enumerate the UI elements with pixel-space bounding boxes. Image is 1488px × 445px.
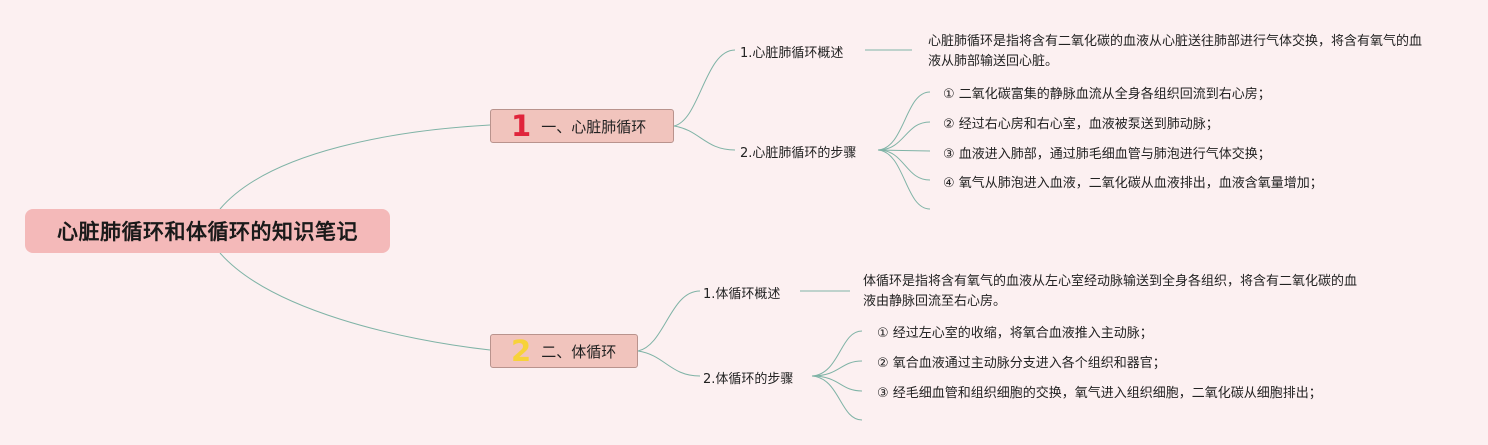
pulmonary-overview-text: 心脏肺循环是指将含有二氧化碳的血液从心脏送往肺部进行气体交换，将含有氧气的血液从… [928,34,1423,69]
root-topic[interactable]: 心脏肺循环和体循环的知识笔记 [25,209,390,253]
connector-root-branch2 [219,252,491,351]
subtopic-systemic-steps[interactable]: 2.体循环的步骤 [703,372,794,387]
pulmonary-step-3: ③ 血液进入肺部，通过肺毛细血管与肺泡进行气体交换； [943,147,1271,162]
connector-steps2-item4 [811,375,863,421]
connector-steps1-item4 [877,149,931,181]
systemic-overview-text: 体循环是指将含有氧气的血液从左心室经动脉输送到全身各组织，将含有二氧化碳的血液由… [863,274,1358,309]
root-title: 心脏肺循环和体循环的知识笔记 [57,220,358,244]
connector-branch2-overview [637,290,701,352]
connector-branch2-steps [637,350,701,377]
connector-steps2-item1 [811,330,863,377]
pulmonary-step-4: ④ 氧气从肺泡进入血液，二氧化碳从血液排出，血液含氧量增加； [943,176,1323,191]
branch-systemic[interactable]: 2 二、体循环 [490,334,638,368]
subtopic-pulmonary-steps[interactable]: 2.心脏肺循环的步骤 [740,146,857,161]
connector-steps1-item2 [877,121,931,151]
connector-steps2-item3 [811,375,863,392]
branch-label-2: 二、体循环 [541,342,617,361]
systemic-step-3: ③ 经毛细血管和组织细胞的交换，氧气进入组织细胞，二氧化碳从细胞排出； [877,386,1322,401]
connector-steps2-item2 [811,360,863,377]
connector-steps1-item5 [877,149,931,210]
subtopic-systemic-overview[interactable]: 1.体循环概述 [703,287,781,302]
systemic-step-2: ② 氧合血液通过主动脉分支进入各个组织和器官； [877,356,1166,371]
pulmonary-step-1: ① 二氧化碳富集的静脉血流从全身各组织回流到右心房； [943,87,1271,102]
subtopic-pulmonary-overview[interactable]: 1.心脏肺循环概述 [740,46,844,61]
branch-pulmonary[interactable]: 1 一、心脏肺循环 [490,109,674,143]
connector-branch1-steps [673,125,736,151]
connector-root-branch1 [219,124,491,210]
connector-steps1-item1 [877,91,931,151]
systemic-step-1: ① 经过左心室的收缩，将氧合血液推入主动脉； [877,326,1153,341]
connector-steps1-item3 [877,149,931,152]
branch-number-2: 2 [511,333,532,368]
connector-branch1-overview [673,49,736,127]
branch-number-1: 1 [511,108,532,143]
branch-label-1: 一、心脏肺循环 [541,117,647,136]
pulmonary-step-2: ② 经过右心房和右心室，血液被泵送到肺动脉； [943,117,1219,132]
